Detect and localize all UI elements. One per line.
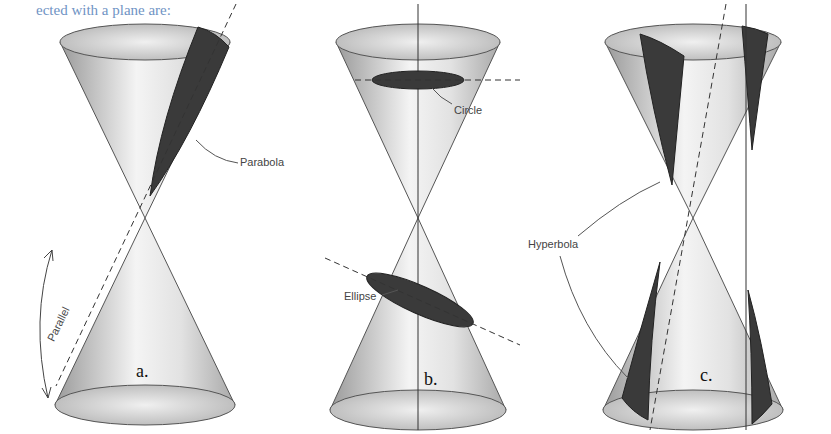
hyperbola-section: [640, 34, 684, 185]
leader-line: [560, 256, 628, 378]
section-label: Ellipse: [344, 290, 376, 302]
hyperbola-section: [622, 262, 660, 420]
leader-line: [578, 182, 660, 236]
cutting-plane: [650, 4, 726, 430]
figure-letter: b.: [424, 370, 438, 390]
hyperbola-section: [748, 290, 772, 424]
section-label: Parabola: [240, 156, 284, 168]
parabola-section: [150, 27, 229, 196]
section-label: Circle: [454, 104, 482, 116]
parallel-label: Parallel: [45, 305, 72, 343]
heading-fragment: ected with a plane are:: [36, 2, 171, 19]
figure-letter: a.: [136, 362, 149, 382]
arrowhead: [42, 387, 51, 398]
section-label: Hyperbola: [528, 238, 578, 250]
figure-letter: c.: [700, 366, 713, 386]
leader-line: [432, 88, 452, 104]
arrowhead: [44, 250, 53, 261]
double-cone: [55, 24, 235, 425]
cutting-plane: [746, 4, 747, 430]
leader-line: [196, 140, 238, 163]
cutting-plane: [325, 258, 520, 345]
leader-line: [382, 290, 398, 295]
cutting-plane: [355, 80, 520, 81]
double-cone: [603, 24, 783, 430]
cutting-plane: [56, 4, 236, 386]
cone-axis: [418, 4, 419, 430]
